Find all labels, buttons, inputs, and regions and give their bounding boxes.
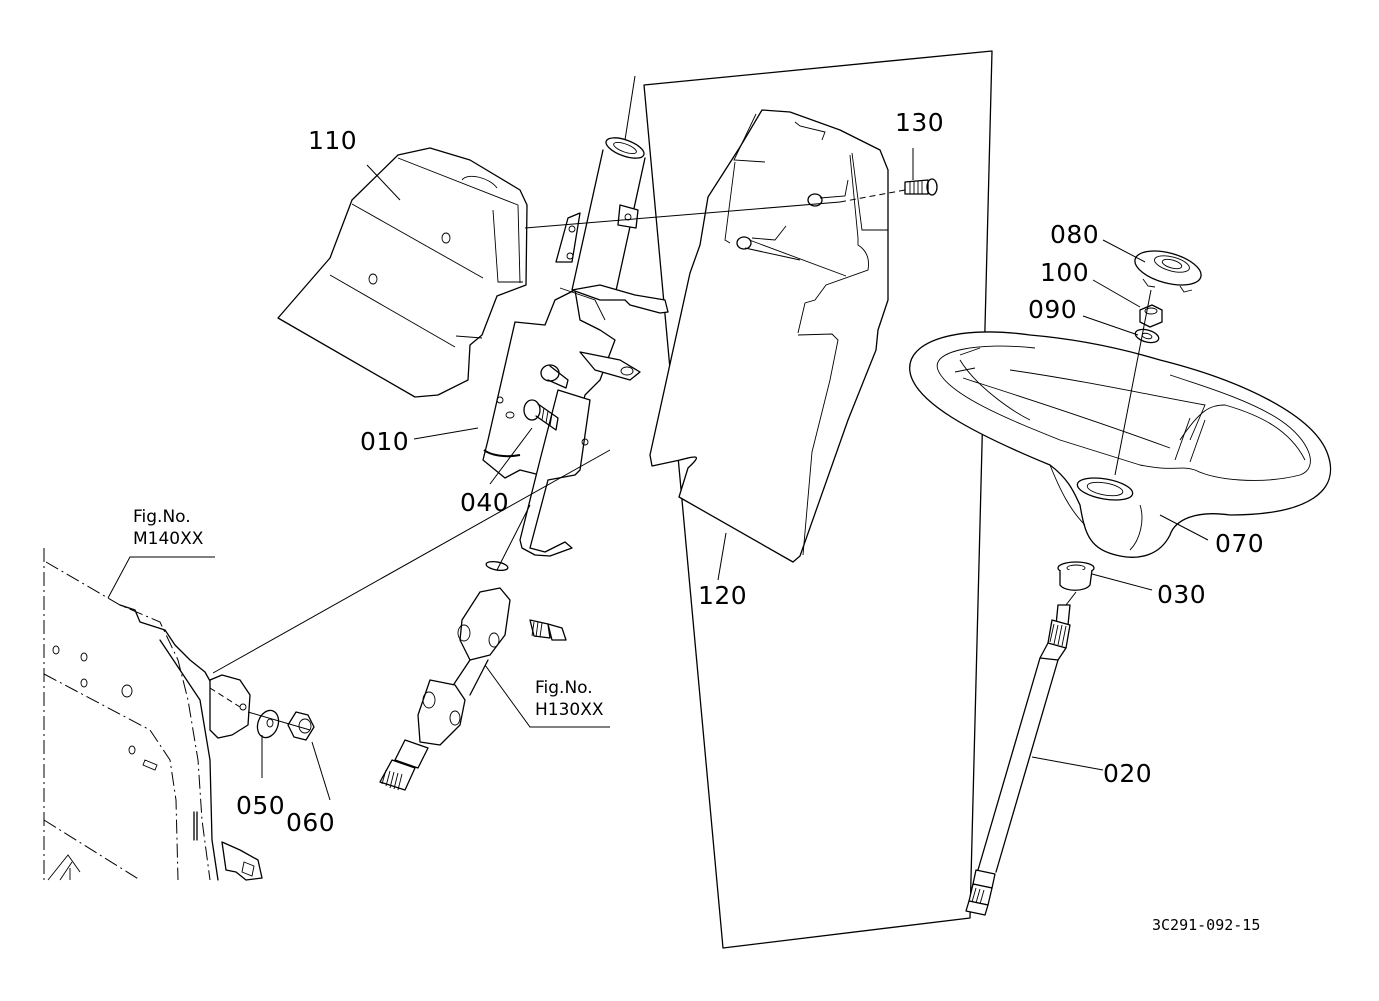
part-label-120[interactable]: 120 [698, 581, 748, 610]
drawing-code: 3C291-092-15 [1152, 916, 1261, 934]
universal-joint-assembly [379, 560, 567, 791]
part-label-040[interactable]: 040 [460, 488, 510, 517]
figure-reference-m140xx[interactable]: Fig.No. M140XX [133, 506, 203, 550]
part-label-050[interactable]: 050 [236, 791, 286, 820]
part-010-column-bracket [482, 137, 669, 557]
leader-lines [107, 148, 1209, 801]
part-120-lower-cover [649, 109, 889, 563]
part-label-090[interactable]: 090 [1028, 295, 1078, 324]
figure-reference-h130xx[interactable]: Fig.No. H130XX [535, 677, 604, 721]
part-130-screw [904, 178, 938, 196]
part-020-steering-shaft [965, 604, 1071, 916]
part-label-020[interactable]: 020 [1103, 759, 1153, 788]
part-070-steering-wheel [909, 331, 1332, 558]
part-label-030[interactable]: 030 [1157, 580, 1207, 609]
part-110-upper-cover [277, 147, 528, 398]
figure-reference-caption: Fig.No. [535, 678, 593, 698]
part-090-washer [1134, 328, 1160, 344]
part-label-060[interactable]: 060 [286, 808, 336, 837]
part-label-070[interactable]: 070 [1215, 529, 1265, 558]
part-label-010[interactable]: 010 [360, 427, 410, 456]
part-100-nut [1139, 304, 1163, 328]
part-label-100[interactable]: 100 [1040, 258, 1090, 287]
figure-reference-caption: Fig.No. [133, 507, 191, 527]
assembly-axis-lines [212, 75, 1152, 731]
part-080-center-cap [1134, 250, 1202, 293]
part-label-110[interactable]: 110 [308, 126, 358, 155]
cab-frame [43, 548, 263, 881]
part-040-bolt [523, 399, 559, 431]
figure-reference-number: H130XX [535, 700, 604, 720]
part-060-nut [287, 711, 315, 741]
figure-reference-number: M140XX [133, 529, 204, 549]
part-050-washer [256, 709, 280, 739]
assembly-group-frame [643, 50, 993, 949]
part-label-080[interactable]: 080 [1050, 220, 1100, 249]
part-label-130[interactable]: 130 [895, 108, 945, 137]
part-030-bushing [1057, 561, 1095, 591]
